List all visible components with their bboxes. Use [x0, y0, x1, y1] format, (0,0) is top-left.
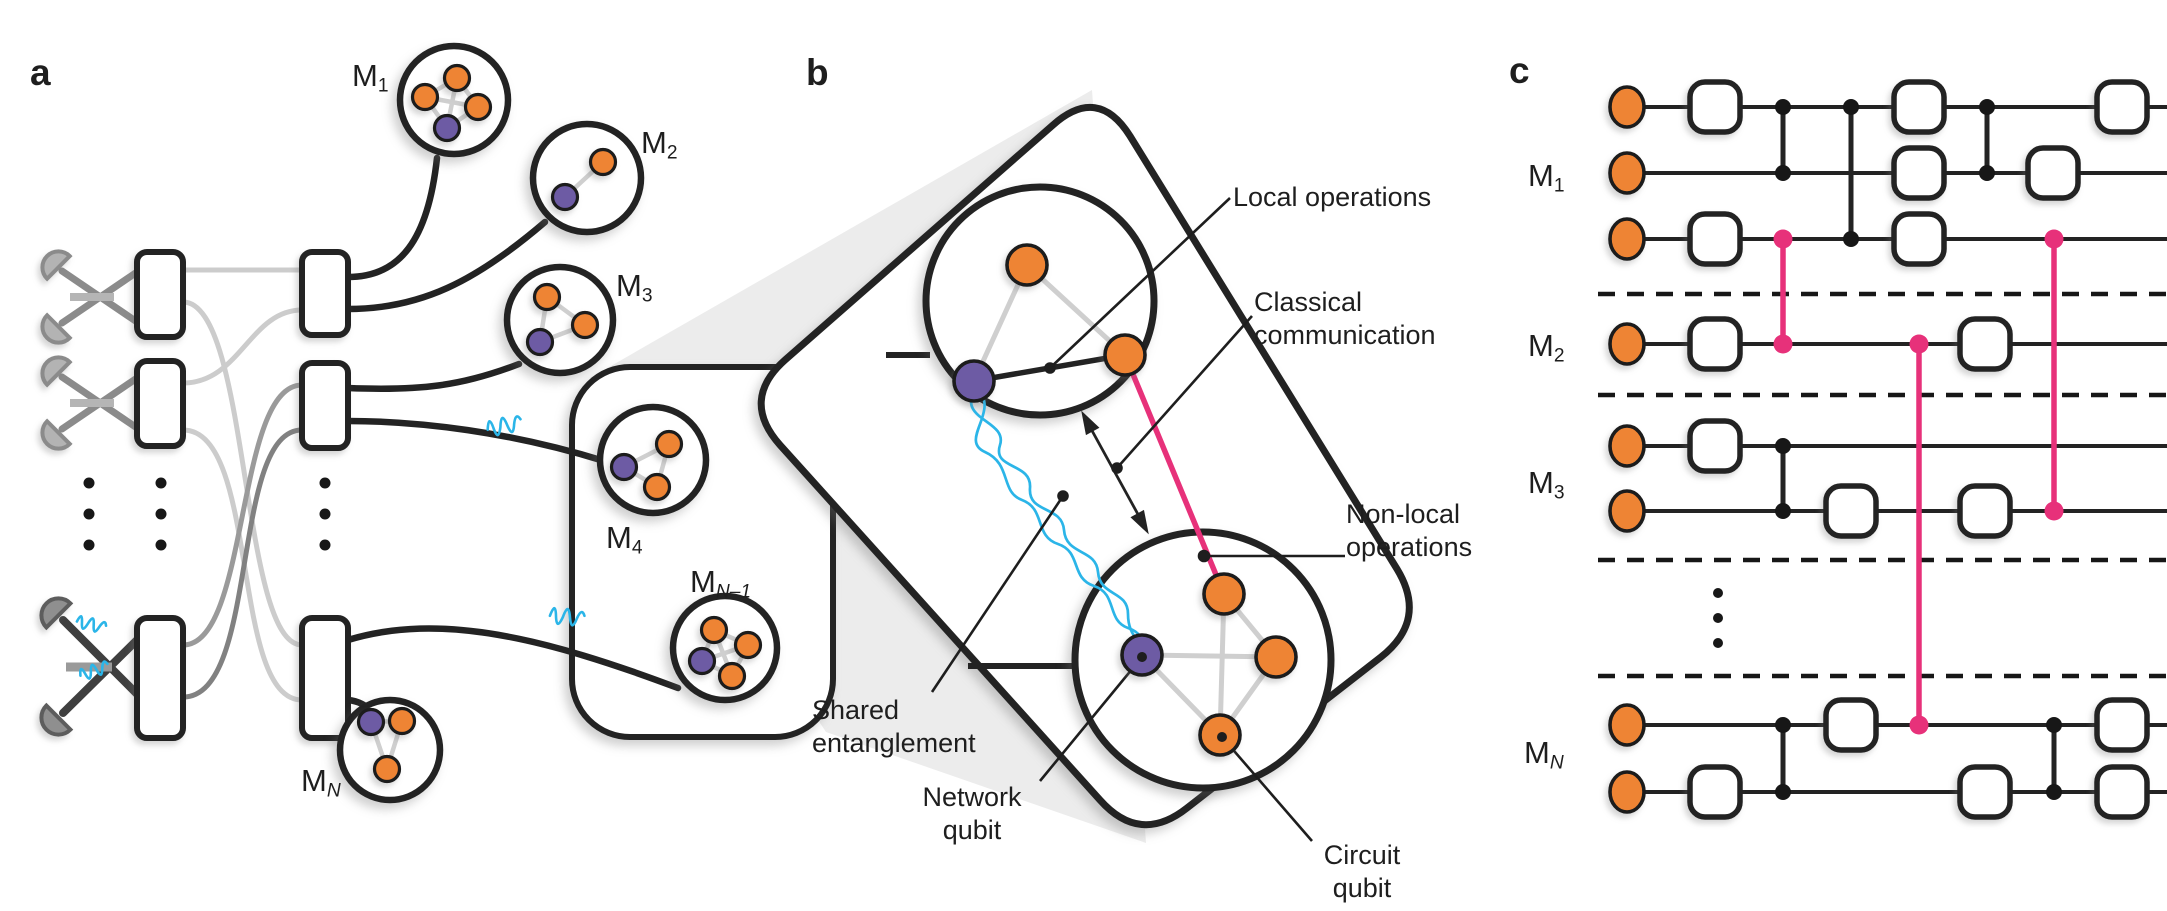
panel-c: [1598, 79, 2167, 820]
annotation-pointers: [930, 197, 1345, 842]
network-qubit: [952, 359, 996, 403]
fiber-to-m4: [344, 417, 608, 465]
circuit-qubit: [1005, 243, 1049, 287]
fiber-to-m2: [344, 218, 549, 313]
panel-b-label: b: [806, 52, 829, 93]
circuit-module-label-m3: M3: [1528, 465, 1565, 504]
photodetector-icon: [40, 249, 73, 345]
module-qubits: [356, 63, 763, 784]
detector-units: [39, 249, 141, 737]
photodetector-icon: [39, 596, 74, 737]
optical-routing-lines: [180, 267, 305, 703]
circuit-module-label-m2: M2: [1528, 328, 1565, 367]
annotation-local-operations: Local operations: [1233, 182, 1432, 212]
panel-b: [757, 103, 1413, 842]
fiber-to-m3: [344, 360, 523, 393]
shared-entanglement-braid: [969, 386, 1145, 656]
control-dots-pink: [1773, 229, 2064, 735]
photodetector-icon: [40, 355, 73, 451]
zoomed-module-bottom: [1071, 528, 1335, 792]
circuit-ellipsis-dots: [1713, 588, 1723, 648]
module-label-mn1: MN–1: [690, 564, 752, 603]
circuit-gates: [1687, 79, 2150, 820]
fiber-to-m1: [344, 154, 441, 281]
zoom-qubits: [952, 243, 1298, 757]
control-dots-black: [1775, 99, 2062, 800]
container-stubs: [886, 352, 1078, 669]
circuit-qubit: [1254, 635, 1298, 679]
module-label-m3: M3: [616, 268, 653, 307]
circuit-module-label-m1: M1: [1528, 158, 1565, 197]
circuit-qubit-markers: [1608, 85, 1646, 814]
module-label-m4: M4: [606, 520, 643, 559]
local-cz-links: [1780, 107, 2057, 792]
circuit-qubit: [1103, 333, 1147, 377]
module-label-m2: M2: [641, 125, 678, 164]
module-label-m1: M1: [352, 58, 389, 97]
fiber-to-mn1: [344, 625, 682, 692]
detector-unit-1: [40, 249, 141, 345]
module-separators: [1598, 291, 2167, 679]
circuit-module-label-mn: MN: [1524, 735, 1564, 774]
detector-unit-2: [40, 355, 141, 451]
switch-rects: [134, 249, 351, 741]
ellipsis-dots: [83, 477, 331, 551]
fiber-links: [344, 154, 682, 716]
photon-squiggle-icons: [75, 415, 586, 680]
nonlocal-links: [1780, 239, 2057, 725]
detector-unit-3: [39, 596, 141, 737]
panel-a-label: a: [30, 52, 51, 93]
circuit-qubit: [1202, 572, 1246, 616]
panel-c-label: c: [1509, 50, 1530, 91]
module-label-mn: MN: [301, 763, 341, 802]
module-m4: [596, 403, 710, 517]
